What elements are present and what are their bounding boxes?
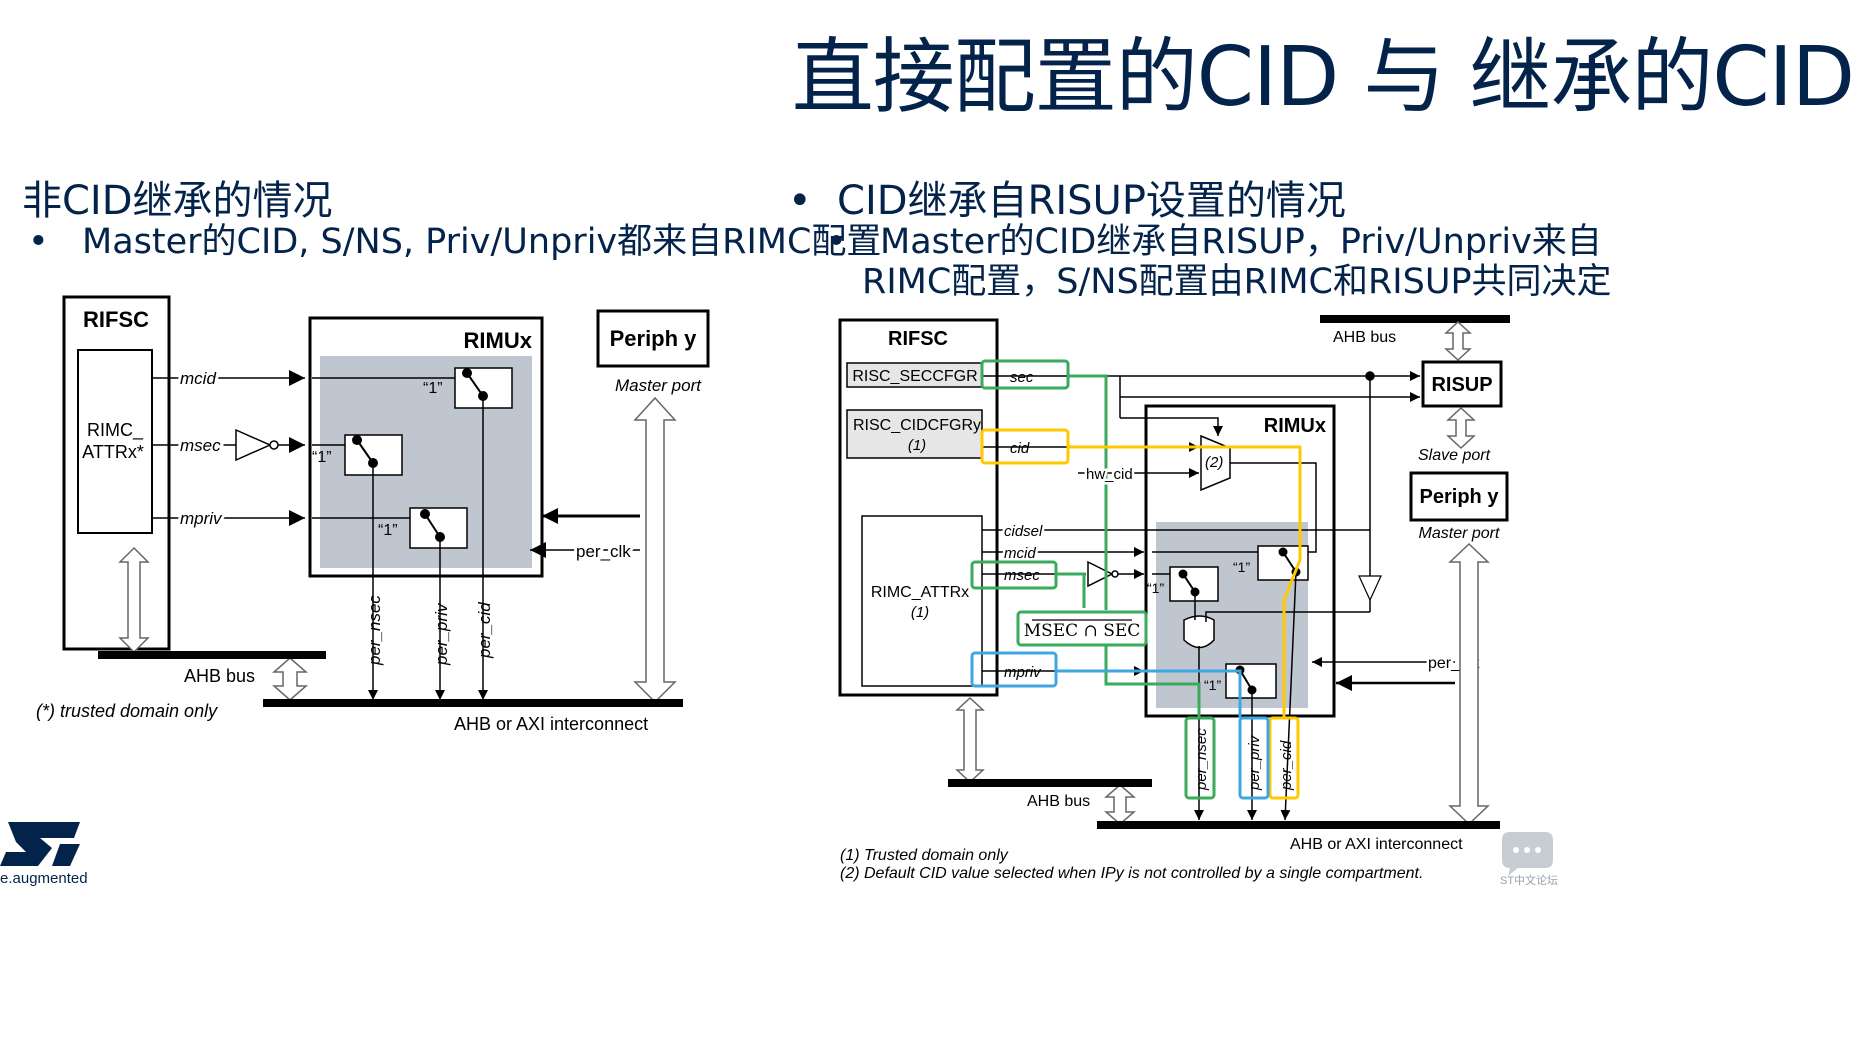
right-seccfgr-label: RISC_SECCFGR — [852, 368, 977, 385]
left-bullet: • Master的CID, S/NS, Priv/Unpriv都来自RIMC配置 — [28, 222, 882, 262]
left-mpriv-label: mpriv — [180, 509, 223, 528]
right-highlight-blue — [970, 651, 1270, 800]
right-footnote-2: (2) Default CID value selected when IPy … — [840, 865, 1423, 882]
left-periph-label: Periph y — [610, 326, 698, 351]
right-ahb-bus-label: AHB bus — [1027, 793, 1090, 810]
right-risup-label: RISUP — [1431, 374, 1492, 396]
right-buffer — [1358, 575, 1382, 602]
left-signal-lines — [152, 370, 640, 700]
right-risup-slave-arrow — [1446, 406, 1476, 450]
right-rimux-label: RIMUx — [1264, 415, 1326, 437]
right-or-gate — [1183, 615, 1215, 649]
right-signal-lines — [982, 371, 1455, 821]
left-msec-bg: msec — [180, 436, 221, 455]
right-one-label-1: “1” — [1233, 559, 1250, 575]
right-seccfgr-box — [846, 362, 983, 388]
left-heading: 非CID继承的情况 — [22, 178, 333, 224]
right-per-nsec-label: per_nsec — [1193, 728, 1210, 791]
left-per-nsec-label: per_nsec — [365, 595, 384, 666]
right-per-cid-label: per_cid — [1278, 740, 1295, 791]
right-cidcfgr-box — [846, 409, 983, 459]
right-master-port-label: Master port — [1419, 525, 1500, 542]
left-periph-box — [596, 309, 710, 368]
right-rimc-note: (1) — [911, 604, 929, 621]
left-mcid-bg: mcid — [180, 369, 216, 388]
watermark-text: ST中文论坛 — [1500, 873, 1558, 887]
left-mcid-label: mcid — [180, 369, 216, 388]
right-interconnect-label: AHB or AXI interconnect — [1290, 836, 1463, 853]
st-logo-tagline: e.augmented — [0, 870, 88, 887]
left-ahb-arrow — [272, 657, 308, 701]
left-ahb-bus-label: AHB bus — [184, 666, 255, 686]
right-rimc-box — [861, 515, 983, 687]
right-periph-bus-arrow — [1448, 542, 1490, 826]
left-per-cid-label: per_cid — [475, 602, 494, 659]
left-rimc-box — [77, 349, 153, 534]
right-cid-label: cid — [1010, 440, 1030, 457]
right-hwcid-bg: hw_cid — [1086, 466, 1133, 483]
left-one-label-3: “1” — [378, 522, 398, 539]
left-bullet-text: Master的CID, S/NS, Priv/Unpriv都来自RIMC配置 — [82, 222, 882, 262]
left-rimc-label-1: RIMC_ — [87, 420, 144, 441]
right-bullet: • Master的CID继承自RISUP，Priv/Unpriv来自 — [826, 222, 1602, 262]
right-bullet-line2: RIMC配置，S/NS配置由RIMC和RISUP共同决定 — [862, 262, 1612, 302]
right-one-label-3: “1” — [1204, 677, 1221, 693]
left-interconnect-label: AHB or AXI interconnect — [454, 714, 648, 734]
left-mpriv-bg: mpriv — [180, 509, 223, 528]
left-per-priv-label: per_priv — [432, 602, 451, 666]
left-master-port-label: Master port — [615, 376, 702, 395]
left-rimux-label: RIMUx — [464, 328, 533, 353]
left-perclk-label: per_clk — [576, 542, 631, 561]
left-rifsc-label: RIFSC — [83, 307, 149, 332]
right-risup-box — [1421, 360, 1503, 408]
left-one-label-1: “1” — [423, 380, 443, 397]
right-mpriv-label: mpriv — [1004, 664, 1042, 681]
right-mcid-label: mcid — [1004, 545, 1036, 562]
right-diagram: RIFSC RISC_SECCFGR RISC_CIDCFGRy (1) RIM… — [838, 315, 1510, 882]
right-mcid-bg: mcid — [1004, 545, 1036, 562]
right-heading-text: CID继承自RISUP设置的情况 — [837, 178, 1346, 224]
right-mux-label: (2) — [1205, 454, 1223, 471]
right-cidsel-label: cidsel — [1004, 523, 1043, 540]
watermark: ST中文论坛 — [1500, 832, 1558, 887]
right-footnote-1: (1) Trusted domain only — [840, 847, 1009, 864]
right-periph-label: Periph y — [1420, 486, 1500, 508]
left-periph-bus-arrow — [633, 396, 677, 704]
right-heading: • CID继承自RISUP设置的情况 — [788, 178, 1346, 224]
left-switch-priv — [409, 507, 468, 549]
right-mux — [1200, 434, 1231, 492]
right-rimc-label: RIMC_ATTRx — [871, 584, 969, 601]
right-ahb-top-label: AHB bus — [1333, 329, 1396, 346]
right-one-label-2: “1” — [1147, 580, 1164, 596]
right-ahb-arrow — [1103, 784, 1137, 825]
right-slave-port-label: Slave port — [1418, 447, 1491, 464]
right-msec-sec-label: MSEC ∩ SEC — [1024, 621, 1141, 641]
left-rimc-label-2: ATTRx* — [82, 442, 144, 462]
right-bullet-line1: Master的CID继承自RISUP，Priv/Unpriv来自 — [880, 222, 1602, 262]
right-msec-label: msec — [1004, 567, 1040, 584]
right-per-priv-label: per_priv — [1246, 734, 1263, 791]
right-highlight-green — [970, 359, 1216, 800]
right-rifsc-bus-arrow — [955, 696, 985, 784]
left-perclk-bg: per_clk — [576, 542, 631, 561]
left-switch-levers — [352, 368, 488, 542]
right-inverter — [1087, 560, 1114, 588]
right-hwcid-label: hw_cid — [1086, 466, 1133, 483]
right-sec-label: sec — [1010, 369, 1034, 386]
page-title: 直接配置的CID 与 继承的CID — [791, 30, 1854, 125]
left-msec-label: msec — [180, 436, 221, 455]
right-periph-box — [1409, 471, 1509, 522]
right-risup-top-arrow — [1444, 320, 1472, 362]
left-footnote: (*) trusted domain only — [36, 701, 218, 721]
right-rifsc-label: RIFSC — [888, 328, 948, 350]
right-cidcfgr-note: (1) — [908, 437, 926, 454]
left-one-label-2: “1” — [312, 449, 332, 466]
st-logo: e.augmented — [0, 822, 88, 887]
left-diagram: RIFSC RIMC_ ATTRx* RIMUx “1” “1” “1” — [36, 295, 710, 734]
right-inverter-bubble — [1111, 570, 1119, 578]
right-cidsel-bg: cidsel — [1004, 523, 1043, 540]
right-cidcfgr-label: RISC_CIDCFGRy — [853, 417, 981, 434]
right-highlight-yellow — [980, 428, 1302, 800]
